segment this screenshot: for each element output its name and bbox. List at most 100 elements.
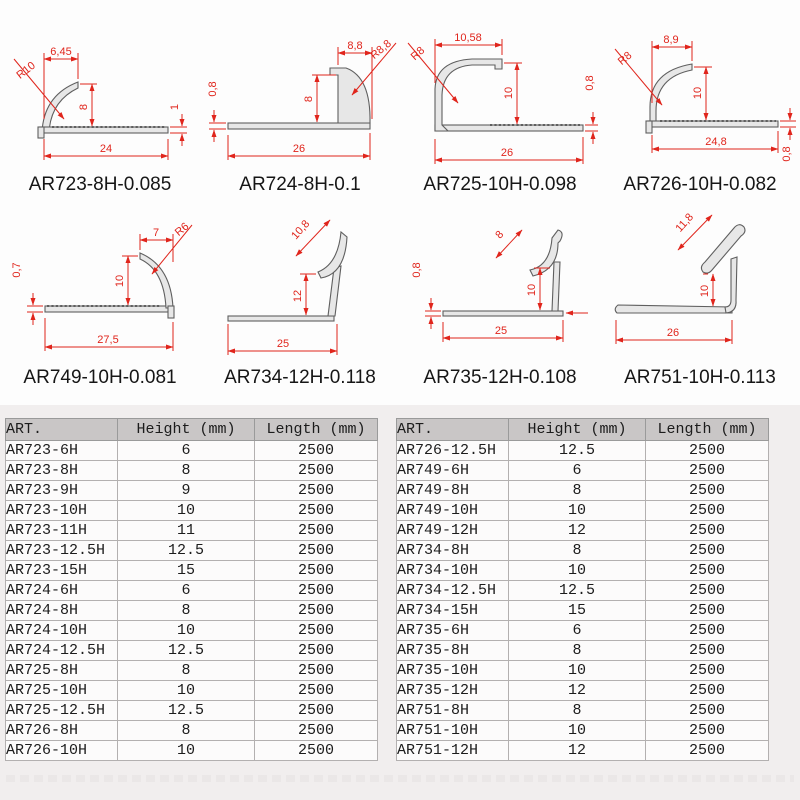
dim-thickness: 0,8 bbox=[584, 75, 596, 90]
drawing-ar725: 10,58 R8 10 0,8 26 AR725-10H-0.098 bbox=[400, 16, 600, 209]
table-cell: AR734-12.5H bbox=[396, 580, 509, 601]
table-cell: 15 bbox=[508, 600, 646, 621]
profile-diagram-ar749: 7 R6 10 0,7 27,5 bbox=[11, 221, 193, 351]
table-cell: AR723-15H bbox=[5, 560, 118, 581]
profile-label: AR751-10H-0.113 bbox=[624, 367, 776, 388]
table-cell: 2500 bbox=[254, 520, 378, 541]
table-cell: AR735-10H bbox=[396, 660, 509, 681]
dim-bottom-width: 25 bbox=[277, 338, 289, 350]
dim-bottom-width: 24,8 bbox=[705, 136, 726, 148]
dim-height: 10 bbox=[699, 285, 711, 297]
table-cell: 12.5 bbox=[508, 440, 646, 461]
table-cell: AR724-8H bbox=[5, 600, 118, 621]
table-cell: 6 bbox=[117, 580, 255, 601]
table-cell: 12.5 bbox=[117, 640, 255, 661]
table-cell: 2500 bbox=[645, 740, 769, 761]
table-cell: AR751-10H bbox=[396, 720, 509, 741]
profile-label: AR725-10H-0.098 bbox=[423, 174, 577, 195]
table-cell: 8 bbox=[508, 700, 646, 721]
dim-height: 8 bbox=[303, 96, 315, 102]
table-cell: 2500 bbox=[254, 680, 378, 701]
dim-thickness: 0,8 bbox=[411, 262, 423, 277]
dim-height: 10 bbox=[692, 87, 704, 99]
dim-top-width: 10,8 bbox=[289, 218, 312, 242]
dim-height: 10 bbox=[114, 275, 126, 287]
table-cell: 10 bbox=[117, 500, 255, 521]
dim-bottom-width: 25 bbox=[495, 325, 507, 337]
column-header-length: Length (mm) bbox=[645, 418, 769, 441]
profile-diagram-ar726: 8,9 R8 10 24,8 0,8 bbox=[614, 34, 796, 162]
table-cell: 10 bbox=[508, 560, 646, 581]
table-cell: 8 bbox=[117, 600, 255, 621]
table-cell: 2500 bbox=[254, 600, 378, 621]
table-cell: 10 bbox=[508, 500, 646, 521]
table-header-row: ART. Height (mm) Length (mm) bbox=[5, 418, 378, 441]
table-cell: 8 bbox=[117, 460, 255, 481]
table-cell: AR735-12H bbox=[396, 680, 509, 701]
table-cell: 9 bbox=[117, 480, 255, 501]
table-cell: 12.5 bbox=[117, 700, 255, 721]
profile-diagram-ar734: 10,8 12 25 bbox=[227, 218, 348, 355]
table-cell: 8 bbox=[508, 640, 646, 661]
profile-drawings-grid: 6,45 R10 8 1 24 AR723-8H-0.085 bbox=[0, 16, 800, 402]
table-cell: 2500 bbox=[645, 520, 769, 541]
table-cell: 2500 bbox=[645, 640, 769, 661]
drawing-ar726: 8,9 R8 10 24,8 0,8 AR726-10H-0.082 bbox=[600, 16, 800, 209]
table-cell: 2500 bbox=[645, 560, 769, 581]
table-cell: 6 bbox=[508, 620, 646, 641]
column-header-height: Height (mm) bbox=[508, 418, 646, 441]
dim-height: 10 bbox=[503, 87, 515, 99]
column-header-height: Height (mm) bbox=[117, 418, 255, 441]
table-cell: 2500 bbox=[254, 740, 378, 761]
profile-label: AR726-10H-0.082 bbox=[623, 174, 777, 195]
table-cell: 2500 bbox=[645, 680, 769, 701]
table-cell: AR725-12.5H bbox=[5, 700, 118, 721]
table-cell: 2500 bbox=[645, 660, 769, 681]
drawing-ar723: 6,45 R10 8 1 24 AR723-8H-0.085 bbox=[0, 16, 200, 209]
table-cell: 12 bbox=[508, 520, 646, 541]
table-cell: AR724-10H bbox=[5, 620, 118, 641]
table-cell: AR749-12H bbox=[396, 520, 509, 541]
table-cell: 2500 bbox=[645, 460, 769, 481]
dim-top-width: 8 bbox=[493, 229, 506, 242]
table-cell: 2500 bbox=[254, 580, 378, 601]
table-cell: AR724-6H bbox=[5, 580, 118, 601]
dim-thickness: 0,8 bbox=[207, 81, 219, 96]
drawing-ar724: 8,8 R8,8 8 0,8 26 AR724-8H-0.1 bbox=[200, 16, 400, 209]
spec-table-right: ART. Height (mm) Length (mm) AR726-12.5H… bbox=[396, 418, 769, 761]
table-cell: 8 bbox=[508, 540, 646, 561]
profile-label: AR735-12H-0.108 bbox=[423, 367, 577, 388]
dim-bottom-width: 26 bbox=[293, 143, 305, 155]
table-cell: AR751-8H bbox=[396, 700, 509, 721]
drawing-ar749: 7 R6 10 0,7 27,5 AR749-10H-0.081 bbox=[0, 209, 200, 402]
table-cell: 10 bbox=[117, 740, 255, 761]
table-cell: 10 bbox=[117, 620, 255, 641]
table-cell: AR735-6H bbox=[396, 620, 509, 641]
table-cell: 12.5 bbox=[117, 540, 255, 561]
table-cell: 2500 bbox=[645, 700, 769, 721]
table-cell: AR723-10H bbox=[5, 500, 118, 521]
drawing-ar751: 11,8 10 26 AR751-10H-0.113 bbox=[600, 209, 800, 402]
profile-label: AR724-8H-0.1 bbox=[239, 174, 361, 195]
table-cell: 15 bbox=[117, 560, 255, 581]
dim-bottom-width: 24 bbox=[100, 143, 112, 155]
drawing-ar735: 8 10 0,8 25 AR735-12H-0.108 bbox=[400, 209, 600, 402]
table-cell: 2500 bbox=[254, 560, 378, 581]
